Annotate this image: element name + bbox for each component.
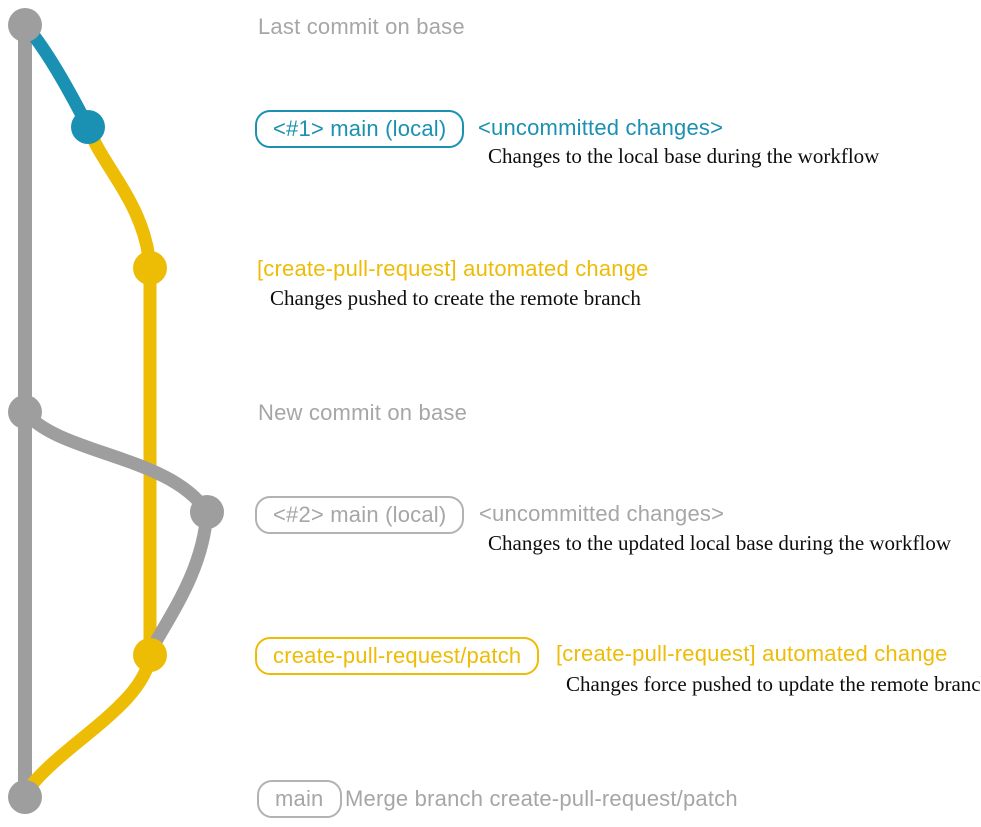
desc-updated-local-base-changes: Changes to the updated local base during…: [488, 531, 952, 555]
label-last-commit-on-base: Last commit on base: [258, 14, 465, 39]
commit-dot-automated-change-1: [133, 251, 167, 285]
commit-dot-main-local-1: [71, 110, 105, 144]
commit-dot-merge: [8, 780, 42, 814]
commit-dot-last-base: [8, 8, 42, 42]
label-uncommitted-changes-2: <uncommitted changes>: [479, 501, 725, 526]
desc-force-pushed-update-remote: Changes force pushed to update the remot…: [566, 672, 981, 696]
commit-dot-new-base: [8, 395, 42, 429]
commit-dot-automated-change-2: [133, 638, 167, 672]
label-automated-change-1: [create-pull-request] automated change: [257, 256, 649, 281]
badge-main-local-1: <#1> main (local): [255, 110, 465, 148]
local-main-branch-line: [18, 18, 95, 134]
label-automated-change-2: [create-pull-request] automated change: [556, 641, 948, 666]
badge-main-local-2: <#2> main (local): [255, 496, 465, 534]
label-uncommitted-changes-1: <uncommitted changes>: [478, 115, 724, 140]
label-new-commit-on-base: New commit on base: [258, 400, 468, 425]
label-merge-branch: Merge branch create-pull-request/patch: [345, 786, 738, 811]
badge-create-pull-request-patch: create-pull-request/patch: [255, 637, 540, 675]
commit-dot-main-local-2: [190, 495, 224, 529]
desc-local-base-changes: Changes to the local base during the wor…: [488, 144, 880, 168]
badge-main: main: [257, 780, 342, 818]
desc-pushed-create-remote: Changes pushed to create the remote bran…: [270, 286, 641, 310]
updated-local-main-line: [18, 405, 214, 659]
